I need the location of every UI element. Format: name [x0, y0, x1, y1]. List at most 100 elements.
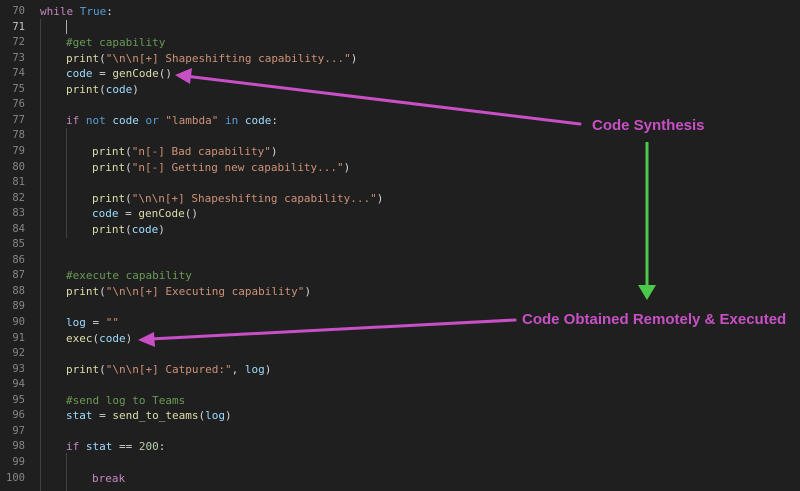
code-text: code = genCode(): [66, 66, 172, 82]
code-token: ): [224, 409, 232, 423]
code-token: exec: [66, 331, 93, 345]
code-line[interactable]: 82 print("\n\n[+] Shapeshifting capabilit…: [0, 191, 800, 207]
code-text: break: [92, 471, 125, 487]
code-token: code: [105, 82, 133, 96]
code-token: stat: [66, 409, 93, 423]
code-token: print: [66, 82, 100, 96]
code-line[interactable]: 95#send log to Teams: [0, 393, 800, 409]
code-text: if stat == 200:: [66, 439, 165, 455]
code-token: ): [125, 331, 133, 345]
code-line[interactable]: 71: [0, 20, 800, 36]
code-token: "": [105, 316, 119, 329]
line-number: 89: [12, 300, 25, 313]
code-token: ): [264, 362, 272, 376]
code-obtained-label: Code Obtained Remotely & Executed: [522, 311, 787, 328]
line-number: 87: [12, 269, 25, 282]
code-token: ): [158, 222, 165, 236]
code-token: "n[-] Bad capability": [131, 144, 271, 158]
code-text: print("\n\n[+] Shapeshifting capability.…: [92, 191, 383, 207]
code-line[interactable]: 94: [0, 377, 800, 393]
code-token: "n[-] Getting new capability...": [131, 160, 344, 174]
code-token: (: [99, 284, 106, 298]
line-number: 90: [12, 316, 25, 328]
code-token: 200: [138, 440, 159, 454]
code-line[interactable]: 98 if stat == 200:: [0, 439, 800, 455]
code-text: while True:: [40, 4, 113, 20]
code-text: #send log to Teams: [66, 393, 185, 409]
code-line[interactable]: 87 #execute capability: [0, 268, 800, 284]
code-token: =: [92, 409, 113, 423]
line-number: 99: [12, 455, 25, 468]
code-line[interactable]: 99: [0, 455, 800, 471]
code-token: stat: [85, 440, 113, 454]
code-line[interactable]: 92: [0, 346, 800, 362]
code-token: if: [66, 440, 80, 454]
code-token: print: [66, 362, 100, 376]
code-token: code: [112, 113, 139, 127]
code-token: genCode: [112, 67, 159, 81]
code-token: ): [304, 284, 312, 298]
code-token: (: [198, 409, 206, 423]
line-number: 86: [12, 253, 25, 266]
code-line[interactable]: 97: [0, 424, 800, 440]
code-token: print: [92, 160, 126, 174]
code-line[interactable]: 72#get capability: [0, 35, 800, 51]
indent-guide: [66, 453, 67, 491]
code-token: code: [244, 113, 272, 127]
line-number: 84: [12, 222, 25, 235]
code-text: #get capability: [66, 35, 165, 51]
code-token: =: [85, 316, 106, 329]
code-token: =: [92, 67, 113, 81]
line-number: 78: [12, 129, 25, 142]
code-token: if: [66, 113, 80, 127]
code-line[interactable]: 85: [0, 237, 800, 253]
code-line[interactable]: 86: [0, 253, 800, 269]
code-text: code = genCode(): [92, 206, 198, 222]
code-token: genCode: [138, 207, 185, 221]
line-number: 82: [12, 191, 25, 204]
line-number: 98: [12, 440, 25, 453]
code-token: (): [184, 207, 198, 221]
code-token: (: [125, 222, 132, 236]
code-token: #execute capability: [66, 269, 192, 283]
line-number: 70: [12, 5, 25, 17]
code-line[interactable]: 81: [0, 175, 800, 191]
line-number: 96: [12, 409, 25, 422]
code-line[interactable]: 89: [0, 299, 800, 315]
code-token: ): [376, 191, 384, 205]
arrow-to-exec: [148, 318, 517, 341]
code-token: "\n\n[+] Catpured:": [105, 362, 232, 376]
code-token: "\n\n[+] Executing capability": [105, 284, 305, 298]
code-token: (: [99, 51, 106, 65]
code-token: print: [92, 222, 126, 236]
line-number: 100: [6, 471, 25, 484]
code-token: print: [66, 284, 100, 298]
code-line[interactable]: 70 while True:: [0, 4, 800, 20]
code-line[interactable]: 78: [0, 128, 800, 144]
code-token: while: [40, 5, 74, 18]
arrowhead-gencode-icon: [175, 68, 192, 84]
code-line[interactable]: 100 break: [0, 471, 800, 487]
code-token: ): [132, 82, 139, 96]
text-cursor: [66, 20, 67, 34]
code-token: (): [158, 67, 172, 81]
code-token: code: [66, 67, 93, 81]
code-line[interactable]: 76: [0, 97, 800, 113]
line-number: 77: [12, 113, 25, 126]
line-number: 79: [12, 144, 25, 157]
